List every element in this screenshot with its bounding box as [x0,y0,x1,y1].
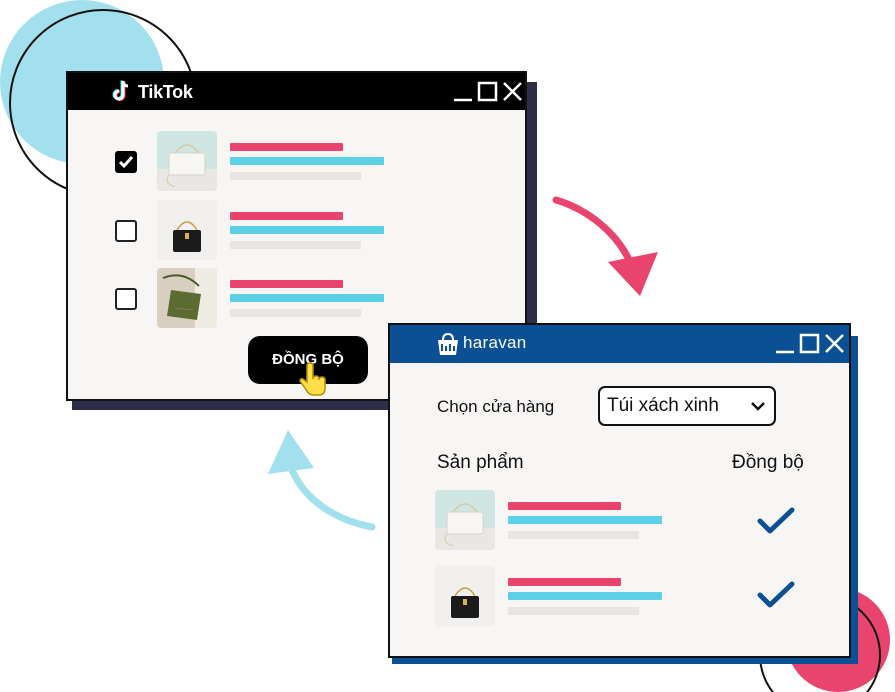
product-checkbox[interactable] [115,288,137,310]
product-title-bar [230,143,343,151]
tiktok-product-row [68,268,525,330]
close-icon [825,334,844,353]
window-controls [776,333,844,354]
close-icon [503,82,522,101]
product-desc-bar [230,157,384,165]
window-controls [454,81,522,102]
column-header-sync: Đồng bộ [732,452,804,473]
chevron-down-icon [751,402,765,411]
maximize-icon [477,81,498,102]
product-title-bar [508,578,621,586]
tiktok-app-name: TikTok [138,82,193,102]
product-desc-bar [508,592,662,600]
haravan-bag-icon [438,332,458,355]
product-checkbox[interactable] [115,220,137,242]
black-handbag-thumbnail [157,200,217,260]
haravan-product-row [390,490,849,552]
synced-check-icon [757,507,795,534]
product-meta-bar [230,172,361,180]
haravan-title-bar: haravan [390,325,849,363]
tiktok-title-bar: TikTok [68,73,525,110]
black-handbag-thumbnail [435,566,495,626]
tiktok-note-icon [112,80,129,101]
product-meta-bar [508,607,639,615]
product-meta-bar [230,309,361,317]
column-header-product: Sản phẩm [437,452,524,473]
synced-check-icon [757,581,795,608]
white-handbag-thumbnail [435,490,495,550]
tiktok-product-row [68,131,525,193]
product-title-bar [230,280,343,288]
white-handbag-thumbnail [157,131,217,191]
product-checkbox[interactable] [115,151,137,173]
pink-sync-arrow-icon [552,196,658,296]
haravan-product-row [390,566,849,628]
product-meta-bar [230,241,361,249]
green-handbag-thumbnail [157,268,217,328]
product-title-bar [508,502,621,510]
haravan-window: haravan Chọn cửa hàng Túi xách xinh Sản … [388,323,851,658]
cyan-sync-arrow-icon [268,430,376,531]
product-desc-bar [230,226,384,234]
hand-pointer-icon [299,362,326,396]
product-desc-bar [230,294,384,302]
store-select-dropdown[interactable]: Túi xách xinh [598,386,776,426]
checkmark-icon [118,156,134,169]
product-desc-bar [508,516,662,524]
tiktok-product-row [68,200,525,262]
store-select-label: Chọn cửa hàng [437,397,555,416]
product-meta-bar [508,531,639,539]
product-title-bar [230,212,343,220]
maximize-icon [799,333,820,354]
haravan-app-name: haravan [463,333,527,352]
store-select-value: Túi xách xinh [607,395,719,416]
